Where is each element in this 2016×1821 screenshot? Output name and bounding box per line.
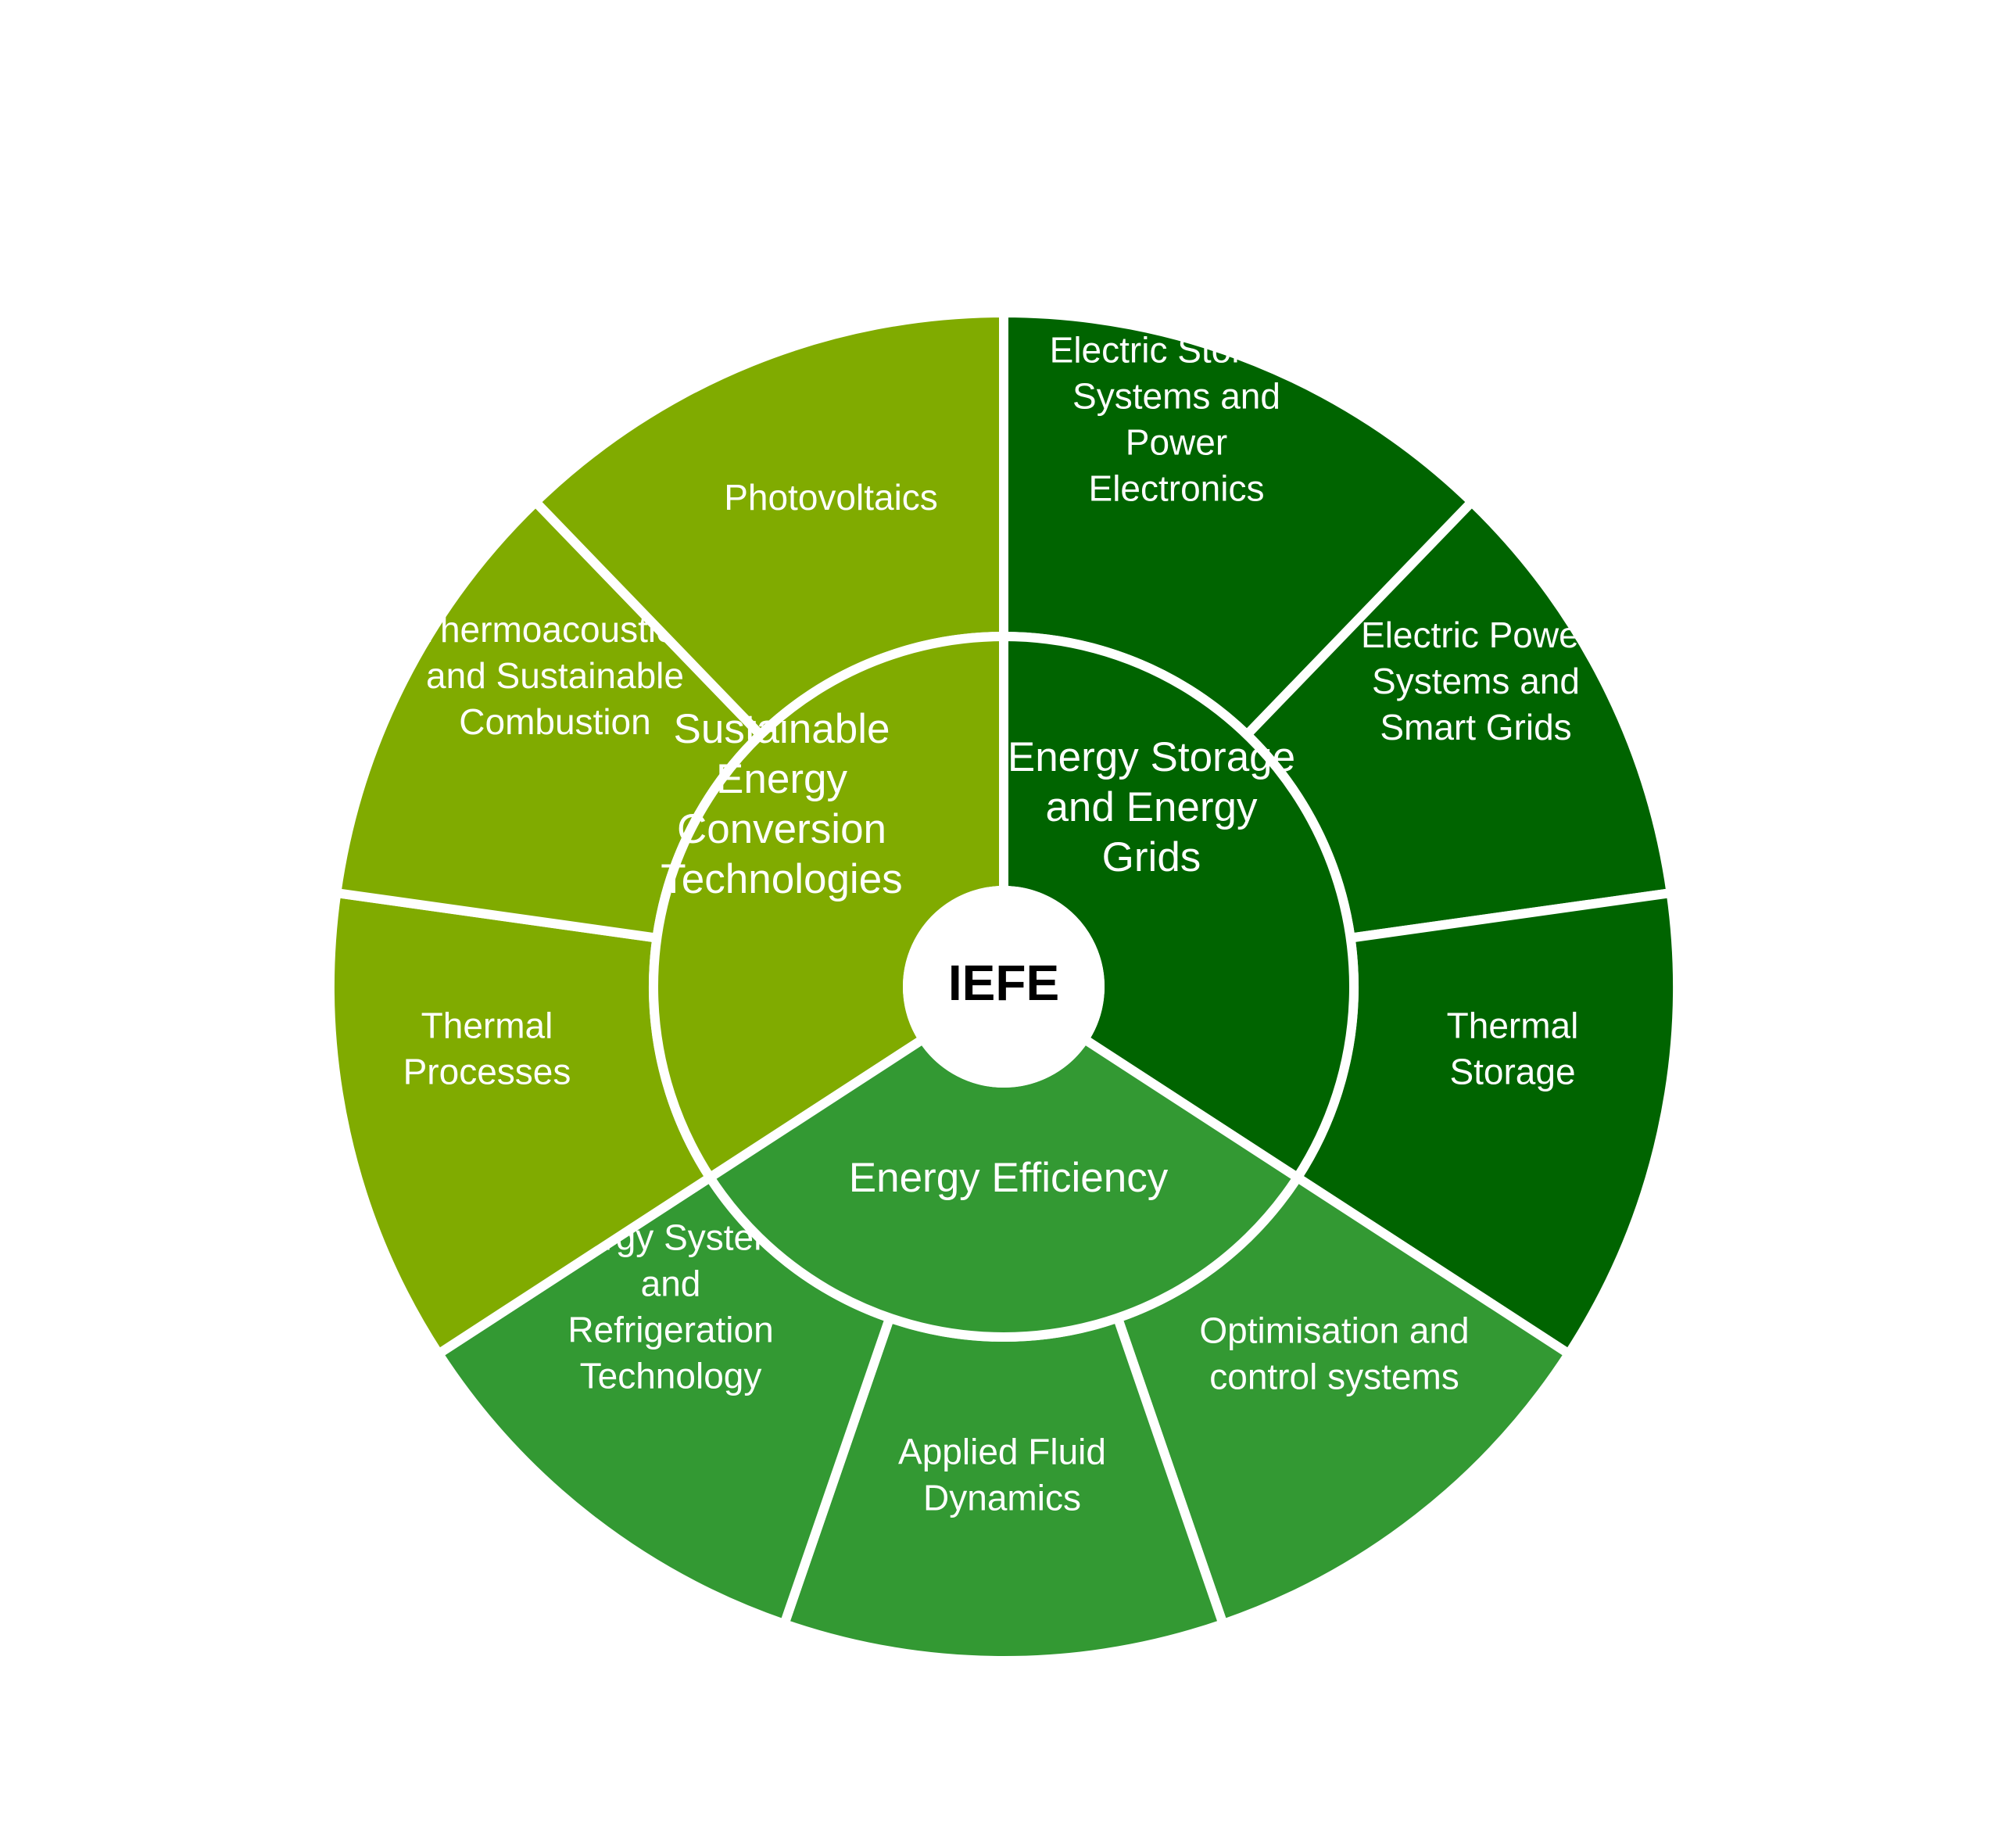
segment-thermal-storage-label-line-2: Storage xyxy=(1449,1052,1575,1092)
segment-optimisation-label-line-1: Optimisation and xyxy=(1199,1310,1469,1351)
segment-thermoacoustics-label-line-3: Combustion xyxy=(459,701,650,742)
segment-electric-storage-label-line-3: Power xyxy=(1126,422,1227,463)
group-sustainable-label-line-3: Conversion xyxy=(677,806,886,852)
segment-applied-fluid-label-line-1: Applied Fluid xyxy=(898,1432,1106,1472)
segment-photovoltaics-label-line-1: Photovoltaics xyxy=(724,477,938,518)
group-sustainable-label-line-4: Technologies xyxy=(661,856,902,902)
segment-thermoacoustics-label-line-2: and Sustainable xyxy=(426,655,684,696)
inner-ring: SustainableEnergyConversionTechnologiesE… xyxy=(649,631,1359,1342)
segment-electric-power-label-line-2: Systems and xyxy=(1372,661,1580,701)
segment-thermal-processes-label-line-2: Processes xyxy=(403,1052,571,1092)
segment-energy-systems-label-line-4: Technology xyxy=(580,1356,762,1396)
group-efficiency-label-line-1: Energy Efficiency xyxy=(849,1155,1169,1201)
group-sustainable-label-line-1: Sustainable xyxy=(674,706,890,752)
segment-energy-systems-label-line-3: Refrigeration xyxy=(568,1310,773,1350)
group-storage-label-line-1: Energy Storage xyxy=(1008,734,1295,780)
segment-electric-storage-label-line-2: Systems and xyxy=(1072,376,1280,417)
center-circle xyxy=(903,886,1105,1088)
segment-applied-fluid-label-line-2: Dynamics xyxy=(923,1478,1081,1518)
group-sustainable-label-line-2: Energy xyxy=(716,756,847,802)
segment-electric-power-label-line-1: Electric Power xyxy=(1361,615,1591,655)
center-label: IEFE xyxy=(948,955,1059,1011)
segment-electric-storage-label-line-4: Electronics xyxy=(1089,468,1265,509)
group-storage-label-line-2: and Energy xyxy=(1045,784,1258,830)
segment-thermal-storage-label-line-1: Thermal xyxy=(1447,1005,1579,1046)
segment-electric-power-label-line-3: Smart Grids xyxy=(1380,707,1571,747)
center-hub: IEFE xyxy=(903,886,1105,1088)
group-storage-label-line-3: Grids xyxy=(1102,834,1201,880)
segment-energy-systems-label-line-2: and xyxy=(641,1264,701,1304)
segment-electric-storage-label-line-1: Electric Storage xyxy=(1050,330,1304,371)
segment-optimisation-label-line-2: control systems xyxy=(1209,1357,1459,1397)
segment-thermal-processes-label-line-1: Thermal xyxy=(421,1005,553,1046)
